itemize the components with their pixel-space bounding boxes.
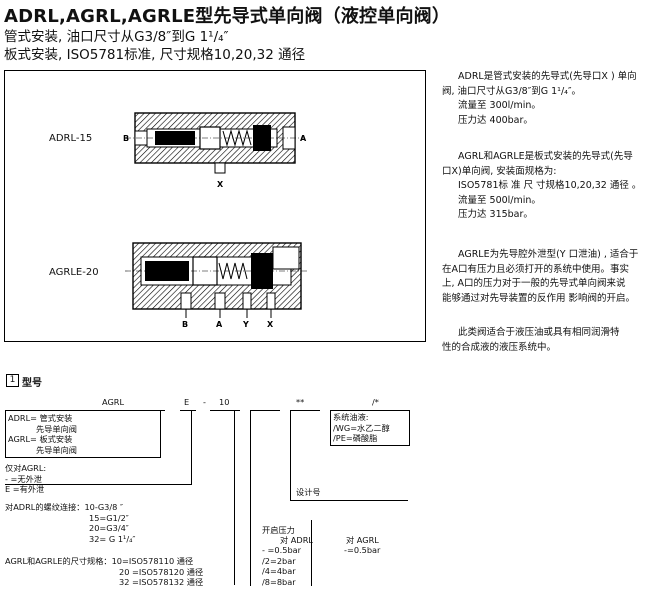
- opening-adrl-item: /2=2bar: [262, 555, 296, 566]
- agrl-only-block: 仅对AGRL: - =无外泄 E =有外泄: [5, 463, 46, 495]
- desc-line: 压力达 400bar。: [458, 114, 533, 126]
- desc-line: 上, A口的压力对于一般的先导式单向阀来说: [442, 278, 626, 289]
- desc-line: 在A口有压力且必须打开的系统中使用。事实: [442, 263, 629, 275]
- figure-label-adrl: ADRL-15: [49, 133, 93, 144]
- model-line: 先导单向阀: [36, 444, 77, 455]
- opening-adrl-box: [250, 520, 312, 586]
- agrle-port-b: B: [182, 320, 188, 329]
- opening-adrl-item: /4=4bar: [262, 566, 296, 577]
- agrle-drawing: [125, 242, 307, 318]
- agrle-port-x: X: [267, 320, 274, 329]
- adrl-thread-item: 32= G 1¹/₄″: [89, 533, 136, 544]
- code-model: AGRL: [102, 397, 125, 407]
- design-number-label: 设计号: [296, 487, 321, 497]
- section-number: 1: [6, 374, 19, 387]
- desc-line: 阀, 油口尺寸从G3/8″到G 1¹/₄″。: [442, 85, 582, 97]
- agr-size-block: AGRL和AGRLE的尺寸规格：10=ISO578110 通径 20 =ISO5…: [5, 556, 203, 588]
- adrl-thread-block: 对ADRL的螺纹连接：10-G3/8 ″ 15=G1/2″ 20=G3/4″ 3…: [5, 502, 135, 544]
- adrl-thread-item: 10-G3/8 ″: [84, 502, 124, 512]
- valve-section-drawings: B A X B A Y X: [123, 112, 307, 329]
- opening-agrl-head: 对 AGRL: [346, 535, 379, 545]
- opening-adrl-item: /8=8bar: [262, 576, 296, 587]
- seal-line: /WG=水乙二醇: [333, 422, 390, 433]
- model-line: 先导单向阀: [36, 423, 77, 434]
- agr-size-item: 10=ISO578110 通径: [111, 556, 194, 566]
- adrl-thread-item: 15=G1/2″: [89, 512, 129, 523]
- figure-label-agrle: AGRLE-20: [49, 267, 99, 278]
- agrle-port-a: A: [216, 320, 223, 329]
- desc-line: 流量至 500l/min。: [458, 194, 541, 206]
- description-p4: 此类阀适合于液压油或具有相同润滑特 性的合成液的液压系统中。: [442, 326, 620, 355]
- agr-size-title: AGRL和AGRLE的尺寸规格：: [5, 556, 112, 566]
- opening-adrl-head: 对 ADRL: [280, 535, 313, 545]
- seal-box: [330, 410, 410, 446]
- code-seal: /*: [372, 397, 379, 407]
- seal-line: /PE=磷酸脂: [333, 433, 378, 444]
- opening-agrl-item: -=0.5bar: [344, 545, 381, 555]
- leader-e: [191, 410, 192, 484]
- desc-line: 口X)单向阀, 安装面规格为:: [442, 165, 557, 177]
- leader-design: [290, 410, 291, 500]
- adrl-thread-item: 20=G3/4″: [89, 523, 129, 534]
- subtitle-plate-mount: 板式安装, ISO5781标准, 尺寸规格10,20,32 通径: [4, 47, 306, 63]
- code-size: 10: [219, 397, 230, 407]
- desc-line: 压力达 315bar。: [458, 209, 533, 220]
- leader-design-horizontal: [290, 500, 408, 501]
- desc-line: 流量至 300l/min。: [458, 100, 541, 111]
- description-p3: AGRLE为先导腔外泄型(Y 口泄油) , 适合于 在A口有压力且必须打开的系统…: [442, 248, 638, 306]
- seal-line: 系统油液:: [333, 412, 369, 422]
- agr-size-item: 32 =ISO578132 通径: [119, 577, 204, 588]
- code-design: **: [296, 397, 305, 407]
- adrl-port-b: B: [123, 134, 129, 143]
- code-e: E: [184, 397, 190, 407]
- bracket-design: [290, 410, 320, 411]
- opening-agrl-list: -=0.5bar: [344, 545, 380, 556]
- agrle-port-y: Y: [242, 320, 249, 329]
- model-line: AGRL= 板式安装: [8, 434, 73, 445]
- desc-line: AGRLE为先导腔外泄型(Y 口泄油) , 适合于: [458, 249, 639, 260]
- desc-line: 性的合成液的液压系统中。: [442, 341, 557, 353]
- desc-line: 此类阀适合于液压油或具有相同润滑特: [458, 327, 620, 338]
- adrl-port-a: A: [300, 134, 307, 143]
- desc-line: ISO5781标 准 尺 寸规格10,20,32 通径 。: [458, 180, 642, 191]
- agrl-only-title: 仅对AGRL:: [5, 463, 47, 473]
- leader-pressure: [250, 410, 251, 520]
- agr-size-item: 20 =ISO578120 通径: [119, 566, 204, 577]
- page-title: ADRL,AGRL,AGRLE型先导式单向阀（液控单向阀）: [4, 6, 451, 27]
- desc-line: 能够通过对先导装置的反作用 影响阀的开启。: [442, 292, 636, 304]
- agrl-only-item: - =无外泄: [5, 473, 42, 484]
- adrl-port-x: X: [217, 180, 224, 189]
- adrl-thread-title: 对ADRL的螺纹连接：: [5, 502, 85, 512]
- opening-title: 开启压力: [262, 525, 295, 535]
- adrl-drawing: [125, 112, 305, 174]
- bracket-e: [180, 410, 196, 411]
- leader-size: [234, 410, 235, 585]
- valve-figure-frame: B A X B A Y X ADRL-15 AGRLE-20: [4, 70, 426, 342]
- subtitle-pipe-mount: 管式安装, 油口尺寸从G3/8″到G 1¹/₄″: [4, 29, 229, 45]
- desc-line: ADRL是管式安装的先导式(先导口X ) 单向: [458, 71, 637, 82]
- model-box: [5, 410, 161, 458]
- seal-box-text: 系统油液: /WG=水乙二醇 /PE=磷酸脂: [333, 412, 390, 444]
- description-p1: ADRL是管式安装的先导式(先导口X ) 单向 阀, 油口尺寸从G3/8″到G …: [442, 70, 637, 128]
- bracket-pressure: [250, 410, 280, 411]
- opening-adrl-item: - =0.5bar: [262, 545, 302, 555]
- opening-adrl-list: - =0.5bar /2=2bar /4=4bar /8=8bar: [262, 545, 301, 587]
- desc-line: AGRL和AGRLE是板式安装的先导式(先导: [458, 151, 633, 162]
- model-line: ADRL= 管式安装: [8, 413, 73, 423]
- agrl-only-item: E =有外泄: [5, 484, 45, 495]
- leader-e-horizontal: [5, 484, 192, 485]
- code-dash: -: [203, 397, 206, 407]
- section-title: 型号: [22, 378, 42, 389]
- model-box-text: ADRL= 管式安装 先导单向阀 AGRL= 板式安装 先导单向阀: [8, 413, 77, 455]
- bracket-size: [210, 410, 240, 411]
- description-p2: AGRL和AGRLE是板式安装的先导式(先导 口X)单向阀, 安装面规格为: I…: [442, 150, 641, 223]
